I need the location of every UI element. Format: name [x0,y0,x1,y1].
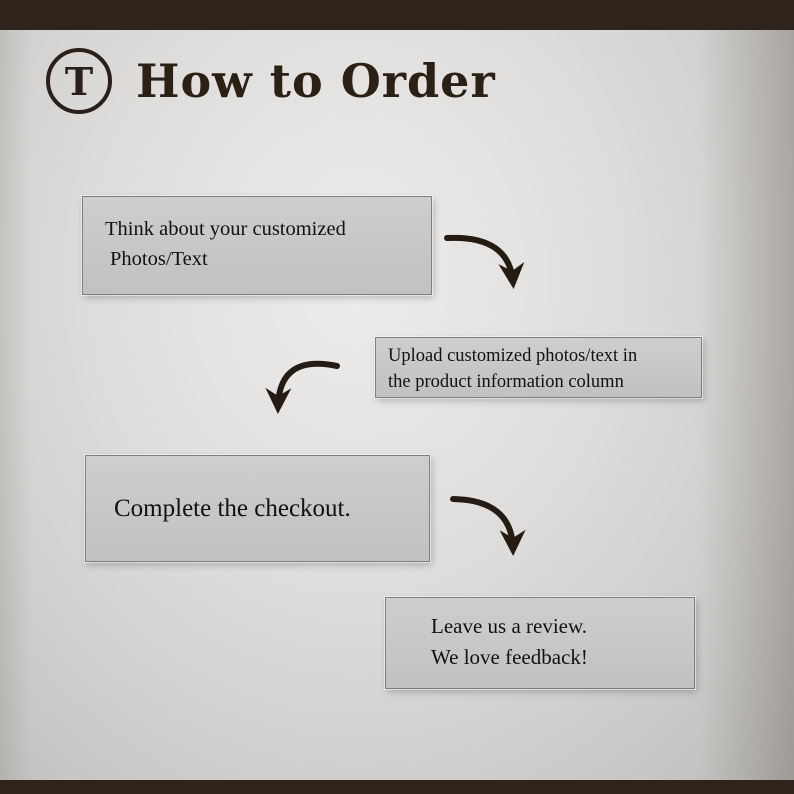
step-text-line: Upload customized photos/text in [388,346,638,366]
step-text-line: Complete the checkout. [114,494,351,522]
step-text-line: We love feedback! [431,645,588,669]
curved-arrow-icon-step3-to-step4 [450,496,526,556]
step-box-checkout: Complete the checkout. [85,455,430,562]
curved-arrow-icon-step1-to-step2 [444,234,525,289]
step-text-line: the product information column [388,372,624,392]
logo-letter: T [64,58,94,104]
curved-arrow-icon-step2-to-step3 [265,360,340,414]
step-text-line: Photos/Text [110,248,208,270]
bottom-border-bar [0,780,794,794]
step-text-line: Leave us a review. [431,614,588,638]
step-box-upload: Upload customized photos/text in the pro… [375,337,702,398]
page-title: How to Order [136,54,496,108]
top-border-bar [0,0,794,30]
step-text-line: Think about your customized [105,218,346,240]
header: T How to Order [46,48,496,114]
brand-logo-icon: T [46,48,112,114]
step-box-review: Leave us a review. We love feedback! [385,597,695,689]
step-box-think: Think about your customized Photos/Text [82,196,432,295]
